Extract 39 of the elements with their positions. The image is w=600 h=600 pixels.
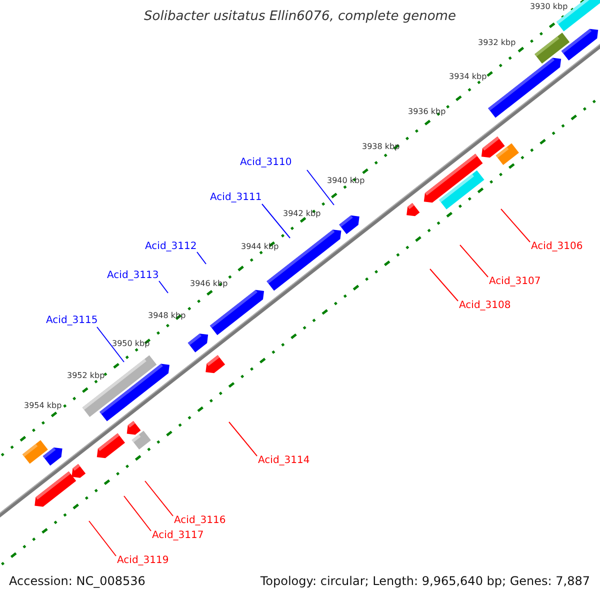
gene-label: Acid_3115 bbox=[46, 315, 98, 326]
scale-label: 3954 kbp bbox=[24, 402, 62, 411]
gene-label: Acid_3112 bbox=[145, 241, 197, 252]
scale-label: 3944 kbp bbox=[241, 243, 279, 252]
leader-line bbox=[158, 280, 168, 294]
leader-line bbox=[262, 204, 290, 238]
gene-label: Acid_3113 bbox=[107, 270, 159, 281]
leader-line bbox=[196, 252, 206, 264]
leader-line bbox=[96, 326, 124, 362]
leader-line bbox=[228, 422, 258, 456]
gene-label: Acid_3108 bbox=[459, 300, 511, 311]
gene-label: Acid_3114 bbox=[258, 455, 310, 466]
scale-label: 3948 kbp bbox=[148, 312, 186, 321]
accession-text: Accession: NC_008536 bbox=[9, 575, 146, 588]
leader-line bbox=[500, 208, 530, 242]
scale-label: 3942 kbp bbox=[283, 210, 321, 219]
genome-summary: Topology: circular; Length: 9,965,640 bp; Genes: 7,887 bbox=[259, 575, 590, 588]
leader-line bbox=[460, 244, 488, 278]
scale-label: 3940 kbp bbox=[327, 177, 365, 186]
gene-label: Acid_3117 bbox=[152, 530, 204, 541]
gene-label: Acid_3107 bbox=[489, 276, 541, 287]
scale-label: 3952 kbp bbox=[67, 372, 105, 381]
scale-label: 3946 kbp bbox=[190, 280, 228, 289]
leader-line bbox=[306, 170, 334, 206]
leader-line bbox=[144, 480, 174, 516]
scale-label: 3936 kbp bbox=[408, 108, 446, 117]
gene-label: Acid_3116 bbox=[174, 515, 226, 526]
gene-label: Acid_3110 bbox=[240, 157, 292, 168]
gene-label: Acid_3106 bbox=[531, 241, 583, 252]
scale-label: 3930 kbp bbox=[530, 3, 568, 12]
gene-label: Acid_3119 bbox=[117, 555, 169, 566]
leader-line bbox=[124, 496, 152, 532]
scale-label: 3934 kbp bbox=[449, 73, 487, 82]
leader-line bbox=[88, 520, 116, 556]
chart-title: Solibacter usitatus Ellin6076, complete genome bbox=[143, 10, 457, 24]
gene-label: Acid_3111 bbox=[210, 192, 262, 203]
leader-line bbox=[430, 268, 458, 302]
scale-label: 3950 kbp bbox=[112, 340, 150, 349]
scale-label: 3932 kbp bbox=[478, 39, 516, 48]
